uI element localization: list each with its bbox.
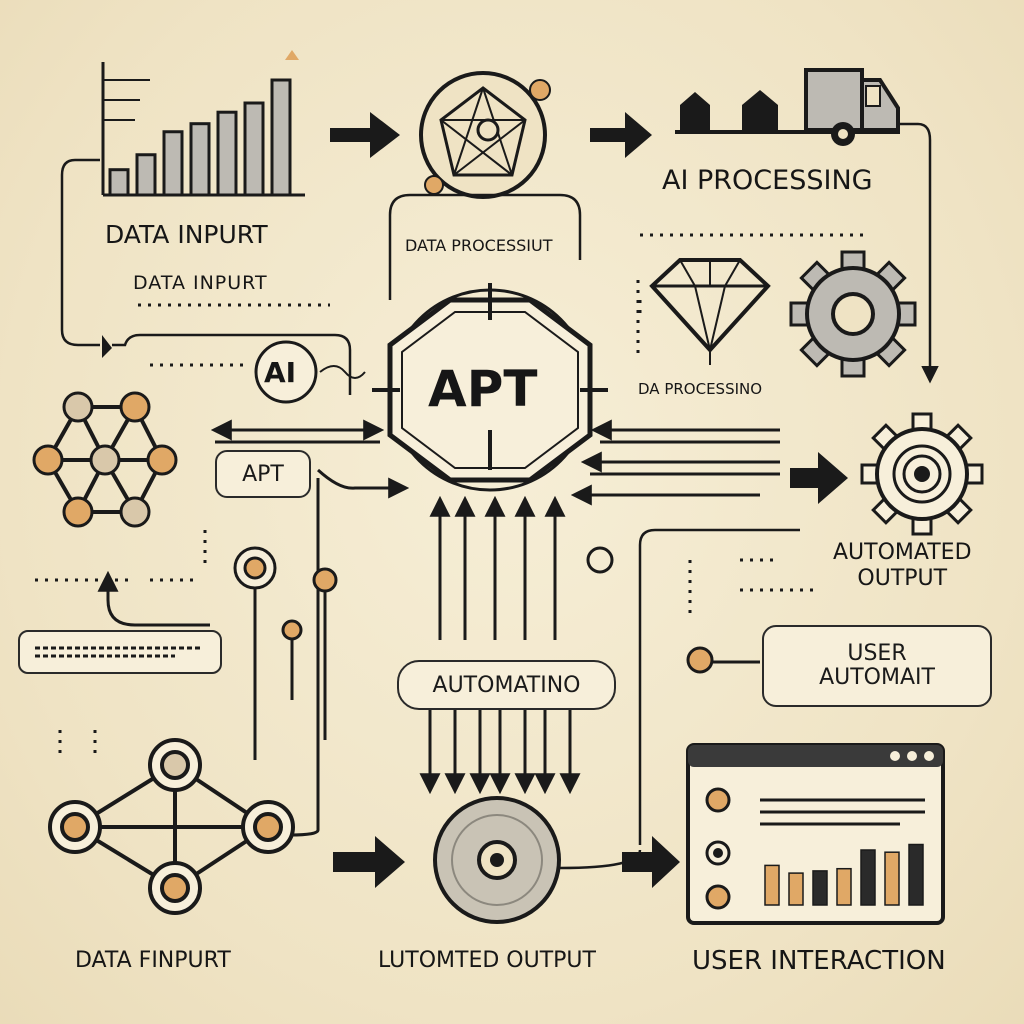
dashboard-bar — [764, 864, 780, 906]
user-label: USER — [847, 640, 907, 666]
bar-chart-icon — [101, 50, 305, 197]
bar-chart-bar — [216, 110, 238, 197]
dashboard-window-icon — [686, 743, 945, 925]
data-input-title: DATA INPURT — [105, 220, 268, 249]
ai-badge-label: AI — [264, 356, 297, 389]
data-input-bottom-label: DATA FINPURT — [75, 948, 231, 973]
automated-output-bottom-label: LUTOMTED OUTPUT — [378, 948, 596, 973]
output-disc-icon — [433, 796, 561, 924]
dashboard-bars — [764, 843, 924, 906]
dashboard-bar — [788, 872, 804, 906]
automated-output-line2: OUTPUT — [857, 566, 948, 592]
network-graph-icon — [32, 391, 178, 528]
apt-pill: APT — [215, 450, 311, 498]
apt-hub-icon — [372, 283, 608, 492]
bar-chart-bar — [189, 122, 211, 197]
bar-chart-bar — [270, 78, 292, 197]
dashboard-bar — [860, 849, 876, 906]
arrow-right-icon — [330, 112, 400, 158]
bar-chart-bar — [135, 153, 157, 197]
ai-badge-circle — [254, 340, 318, 404]
arrow-right-icon — [590, 112, 652, 158]
automating-pill: AUTOMATINO — [397, 660, 616, 710]
arrow-right-icon — [333, 836, 405, 888]
arrow-right-icon — [622, 836, 680, 888]
data-input-subtitle: DATA INPURT — [133, 272, 268, 294]
dashboard-bar — [836, 867, 852, 906]
bar-chart-bar — [243, 101, 265, 197]
bar-chart-bars — [108, 78, 292, 197]
automated-output-label: AUTOMATED OUTPUT — [833, 540, 972, 593]
da-processing-label: DA PROCESSINO — [638, 380, 763, 398]
dashboard-bar — [884, 851, 900, 906]
automated-output-line1: AUTOMATED — [833, 540, 972, 565]
user-automation-pill: USER AUTOMAIT — [762, 625, 992, 707]
bar-chart-bar — [162, 130, 184, 197]
apt-hub-label: APT — [428, 360, 538, 418]
target-gear-icon — [860, 412, 984, 536]
truck-icon — [675, 68, 900, 146]
gear-icon — [789, 250, 917, 378]
ai-processing-label: AI PROCESSING — [662, 165, 873, 196]
user-automation-label: AUTOMAIT — [819, 665, 935, 690]
arrow-right-icon — [790, 452, 848, 504]
dashboard-bar — [908, 843, 924, 906]
bottom-network-icon — [48, 738, 295, 915]
network-processing-icon — [419, 71, 551, 199]
user-interaction-label: USER INTERACTION — [692, 946, 946, 976]
bar-chart-bar — [108, 168, 130, 197]
data-processing-label: DATA PROCESSIUT — [405, 236, 553, 255]
dashboard-bar — [812, 870, 828, 906]
blurred-input-pill — [18, 630, 222, 674]
diamond-icon — [649, 258, 771, 365]
